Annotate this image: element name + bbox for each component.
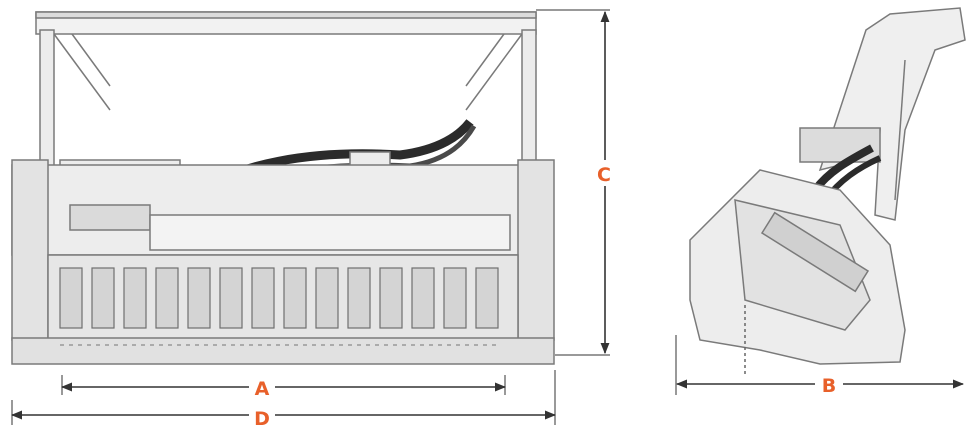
dimension-label-a: A bbox=[255, 378, 270, 400]
side-view-machine bbox=[689, 7, 966, 375]
dimension-label-c: C bbox=[597, 164, 611, 186]
front-view-machine bbox=[11, 11, 555, 365]
dimension-label-d: D bbox=[254, 408, 270, 425]
dimension-label-b: B bbox=[822, 375, 836, 397]
